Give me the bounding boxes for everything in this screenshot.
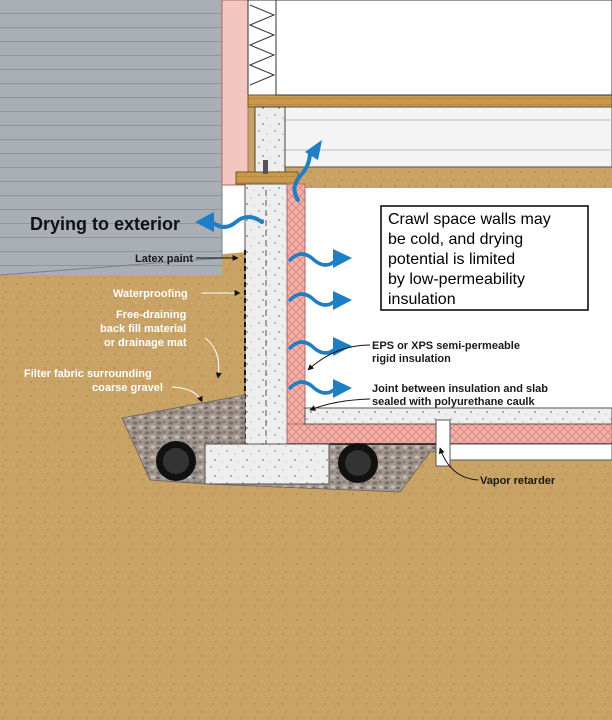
filter-fabric-label-1: Filter fabric surrounding — [24, 368, 152, 380]
free-draining-label-3: or drainage mat — [104, 337, 187, 349]
footing — [204, 443, 330, 485]
subfloor — [275, 0, 612, 96]
house-siding — [0, 0, 222, 275]
callout-line-4: by low-permeability — [388, 271, 525, 288]
leader-arrow-icon — [307, 344, 371, 371]
drying-arrow-icon — [195, 212, 214, 232]
drying-arrow-icon — [305, 140, 322, 160]
joint-label-1: Joint between insulation and slab — [372, 383, 548, 395]
floor-joist-lines — [285, 119, 612, 151]
drain-pipe-icon — [338, 443, 378, 483]
floor-joist — [267, 106, 612, 168]
leader-arrow-icon — [438, 447, 479, 481]
rim-joist — [247, 94, 612, 108]
slab-drain-pipe-vertical — [435, 419, 451, 467]
filter-fabric-label-2: coarse gravel — [92, 382, 163, 394]
callout-line-5: insulation — [388, 291, 456, 308]
callout-box — [380, 205, 589, 311]
grade-soil — [0, 252, 245, 420]
vapor-retarder-label: Vapor retarder — [480, 475, 556, 487]
callout-line-1: Crawl space walls may — [388, 211, 551, 228]
eps-label-1: EPS or XPS semi-permeable — [372, 340, 520, 352]
joint-label-2: sealed with polyurethane caulk — [372, 396, 535, 408]
slab-drain-pipe-horizontal — [449, 443, 612, 461]
leader-arrow-icon — [171, 386, 203, 403]
drain-pipe-icon — [156, 441, 196, 481]
floor-slab — [304, 407, 612, 425]
wall-batt-zigzag — [248, 4, 276, 86]
wall-sheathing — [221, 0, 249, 186]
leader-arrow-icon — [309, 398, 371, 411]
drying-to-exterior-label: Drying to exterior — [30, 214, 180, 234]
latex-paint-label: Latex paint — [135, 253, 193, 265]
waterproofing-label: Waterproofing — [113, 288, 188, 300]
rim-insulation — [254, 106, 286, 178]
drying-arrow-icon — [210, 215, 264, 229]
callout-line-2: be cold, and drying — [388, 231, 523, 248]
free-draining-label-1: Free-draining — [116, 309, 186, 321]
leader-arrow-icon — [204, 337, 222, 379]
drying-arrow-icon — [292, 150, 312, 202]
callout-line-3: potential is limited — [388, 251, 515, 268]
eps-label-2: rigid insulation — [372, 353, 451, 365]
anchor-bolt — [263, 160, 268, 174]
wall-rigid-insulation — [286, 183, 306, 445]
free-draining-label-2: back fill material — [100, 323, 186, 335]
